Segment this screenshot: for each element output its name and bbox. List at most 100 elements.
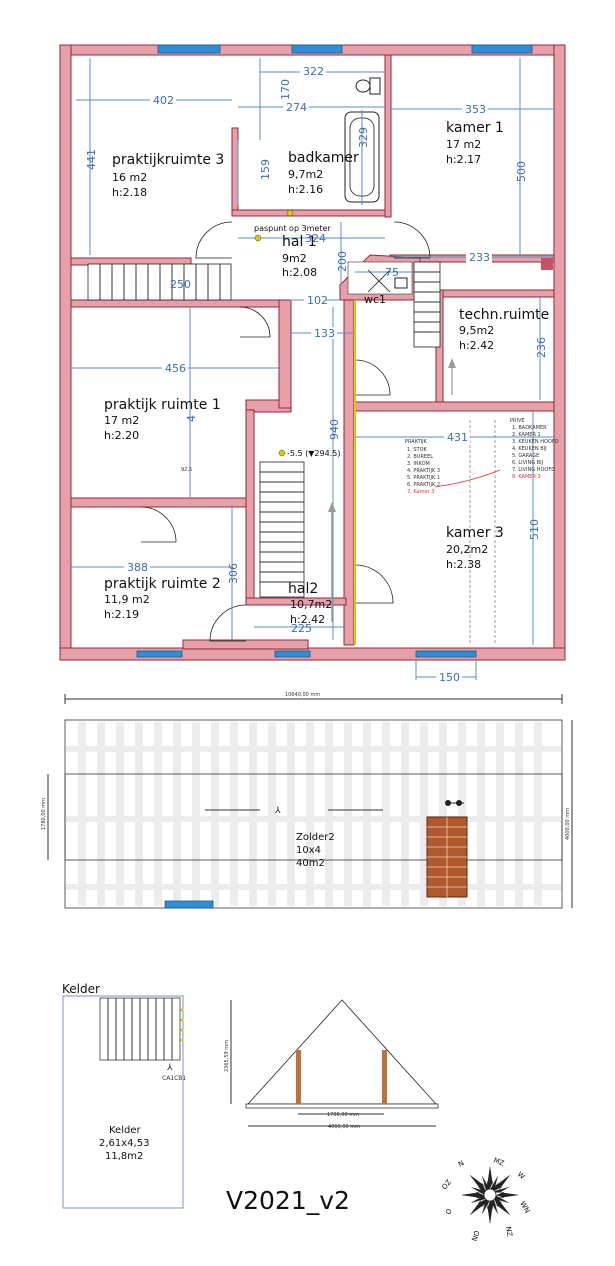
rafter: [268, 722, 276, 906]
compass-label: OZ: [440, 1178, 453, 1191]
door: [195, 221, 233, 259]
room-name: hal 1: [282, 234, 317, 250]
west-wall: [59, 44, 72, 661]
room-height: h:2.19: [104, 608, 139, 621]
rafter: [515, 722, 523, 906]
room-name: kamer 1: [446, 120, 504, 136]
dim-label: 402: [153, 94, 174, 107]
rafter: [78, 722, 86, 906]
door: [209, 604, 247, 642]
rafter: [325, 722, 333, 906]
dim-label: 353: [465, 103, 486, 116]
purlin: [66, 884, 561, 890]
legend-highlight: 8. KAMER 3: [512, 474, 541, 480]
legend-item: 6. LIVING BIJ: [512, 460, 543, 466]
room-area: 17 m2: [104, 414, 139, 427]
dim-label: 510: [528, 519, 541, 540]
rafter: [439, 722, 447, 906]
wc-toilet: [394, 277, 408, 289]
window: [291, 44, 343, 54]
legend-item: 7. LIVING HOOFD: [512, 467, 555, 473]
zolder-name: Zolder2: [296, 832, 335, 843]
section-height-label: 2365,59 mm: [224, 1040, 230, 1072]
dim-label: 306: [227, 563, 240, 584]
interior-wall: [182, 639, 309, 650]
rafter: [192, 722, 200, 906]
door: [354, 564, 394, 604]
room-height: h:2.42: [459, 339, 494, 352]
rafter: [97, 722, 105, 906]
legend-item: 2. BUREEL: [407, 454, 433, 460]
rafter: [458, 722, 466, 906]
purlin: [66, 816, 561, 822]
dim-label: 250: [170, 278, 191, 291]
compass-label: MZ: [492, 1156, 505, 1167]
stairs-upper: [87, 263, 232, 301]
level-marker: -5.5 (▼294.5): [287, 449, 340, 458]
legend-item: 5. GARAGE: [512, 453, 539, 459]
door: [354, 359, 391, 396]
dim-label: 102: [307, 294, 328, 307]
interior-wall: [384, 54, 392, 218]
legend-highlight: 7. Kamer 3: [407, 489, 434, 495]
wc-cross: [367, 269, 391, 293]
window: [274, 650, 311, 658]
door: [239, 306, 271, 338]
legend-item: 3. KEUKEN HOOFD: [512, 439, 559, 445]
room-name: wc1: [364, 293, 386, 306]
rafter: [401, 722, 409, 906]
rafters: [66, 722, 561, 906]
paspunt-note: paspunt op 3meter: [254, 224, 331, 233]
legend-item: 2. KAMER 1: [512, 432, 541, 438]
legend-title: PRIVE: [510, 418, 525, 424]
rafter: [287, 722, 295, 906]
stairs-right: [413, 261, 441, 348]
compass-label: O: [444, 1207, 454, 1215]
stairs-hal2: [259, 461, 305, 598]
interior-wall: [278, 299, 292, 409]
dim-label: 233: [469, 251, 490, 264]
rafter: [116, 722, 124, 906]
level-dot: [286, 209, 294, 217]
legend-item: 4. KEUKEN BIJ: [512, 446, 547, 452]
compass-label: WN: [518, 1200, 531, 1215]
rafter: [534, 722, 542, 906]
dim-label: 159: [259, 159, 272, 180]
toilet: [355, 77, 381, 95]
kelder-area: 11,8m2: [105, 1151, 143, 1162]
rafter: [477, 722, 485, 906]
window: [157, 44, 221, 54]
interior-wall: [343, 289, 355, 646]
attic-stairs: [426, 816, 468, 898]
dim-label: 200: [336, 251, 349, 272]
room-name: badkamer: [288, 150, 359, 166]
kelder-plan: Kelder ⅄ CA1CB1 Kelder 2,61x4,53 11,8m2: [62, 982, 186, 1209]
red-marker: [541, 258, 553, 270]
window: [415, 650, 477, 658]
kelder-name: Kelder: [109, 1125, 141, 1136]
arrow-icon: [448, 358, 456, 368]
rafter: [135, 722, 143, 906]
purlin: [66, 746, 561, 752]
room-area: 16 m2: [112, 171, 147, 184]
dim-label: 388: [127, 561, 148, 574]
fan-icon: ⅄: [166, 1063, 173, 1073]
compass-rose: N MZ W WN NZ ON O OZ: [440, 1156, 531, 1242]
rafter: [344, 722, 352, 906]
rafter: [420, 722, 428, 906]
legend-prive: PRIVE 1. BADKAMER 2. KAMER 1 3. KEUKEN H…: [510, 418, 559, 480]
dim-label: 940: [328, 419, 341, 440]
legend-item: 3. INKOM: [407, 461, 430, 467]
dim-label: 150: [439, 671, 460, 684]
dim-label: 322: [303, 65, 324, 78]
rafter: [173, 722, 181, 906]
fan-icon: ⅄: [274, 806, 281, 816]
arrow-icon: [328, 502, 336, 512]
dim-label: 4: [185, 415, 198, 422]
rafter: [306, 722, 314, 906]
room-height: h:2.08: [282, 266, 317, 279]
interior-wall: [231, 127, 239, 217]
zolder-size: 10x4: [296, 845, 321, 856]
zolder-side-label: 1780,00 mm: [41, 798, 47, 830]
section-base-label: 4000,00 mm: [328, 1124, 360, 1130]
